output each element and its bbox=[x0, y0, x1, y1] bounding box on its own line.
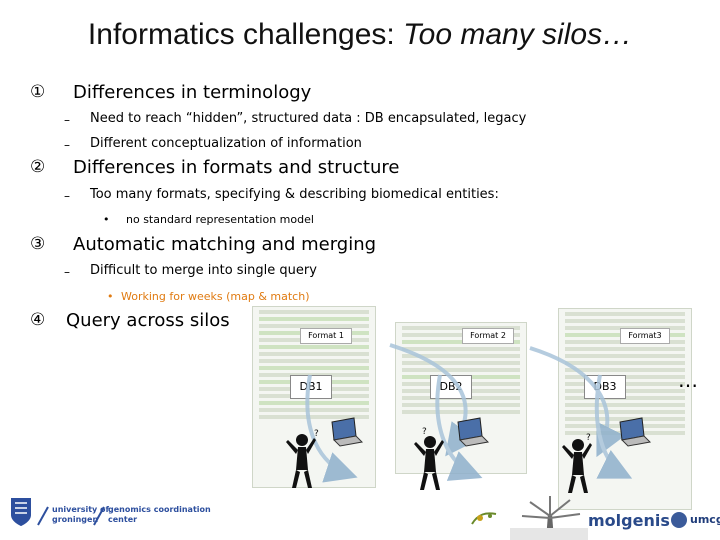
heading-terminology: Differences in terminology bbox=[73, 82, 312, 103]
sub-hidden-data: Need to reach “hidden”, structured data … bbox=[90, 111, 527, 126]
format-3-label: Format3 bbox=[620, 328, 670, 344]
dash-1a: – bbox=[64, 113, 70, 127]
laptop-3 bbox=[619, 417, 652, 447]
title-main: Informatics challenges: bbox=[87, 18, 404, 51]
heading-query: Query across silos bbox=[66, 310, 230, 331]
dash-3a: – bbox=[64, 265, 70, 279]
marker-3: ③ bbox=[30, 234, 46, 254]
university-name: university of groningen bbox=[52, 505, 109, 525]
confused-person-2: ? bbox=[414, 427, 444, 490]
dash-2a: – bbox=[64, 189, 70, 203]
confused-person-3: ? bbox=[562, 433, 592, 493]
bullet-mark-2: • bbox=[103, 213, 110, 226]
university-line-2: groningen bbox=[52, 515, 99, 524]
dash-1b: – bbox=[64, 138, 70, 152]
cmbi-logo-icon bbox=[471, 512, 497, 525]
center-name: genomics coordination center bbox=[108, 505, 211, 525]
sub-too-many-formats: Too many formats, specifying & describin… bbox=[90, 187, 499, 202]
university-line-1: university of bbox=[52, 505, 110, 514]
svg-text:?: ? bbox=[586, 433, 591, 443]
umcg-logo-text: umcg bbox=[690, 513, 720, 526]
silo-diagram-graphics: ? ? ? bbox=[286, 343, 652, 493]
format-2-label: Format 2 bbox=[462, 328, 514, 344]
tree-photo-icon bbox=[510, 496, 588, 540]
laptop-2 bbox=[457, 417, 490, 447]
slash-divider-1 bbox=[37, 506, 49, 526]
marker-2: ② bbox=[30, 157, 46, 177]
center-line-1: genomics coordination bbox=[108, 505, 211, 514]
laptop-1 bbox=[331, 417, 364, 447]
confused-person-1: ? bbox=[286, 429, 319, 488]
slide-title: Informatics challenges: Too many silos… bbox=[0, 18, 720, 52]
bullet-mark-3: • bbox=[107, 290, 114, 303]
more-ellipsis: … bbox=[678, 368, 698, 392]
svg-text:?: ? bbox=[422, 427, 427, 437]
bullet-no-standard: no standard representation model bbox=[126, 213, 314, 226]
svg-text:?: ? bbox=[314, 429, 319, 439]
molgenis-logo: molgenis bbox=[588, 511, 670, 530]
query-arrows bbox=[305, 343, 633, 483]
db1-box: DB1 bbox=[290, 375, 332, 399]
slash-divider-2 bbox=[93, 506, 105, 526]
marker-1: ① bbox=[30, 82, 46, 102]
heading-formats: Differences in formats and structure bbox=[73, 157, 400, 178]
center-line-2: center bbox=[108, 515, 138, 524]
format-1-label: Format 1 bbox=[300, 328, 352, 344]
marker-4: ④ bbox=[30, 310, 46, 330]
heading-matching: Automatic matching and merging bbox=[73, 234, 377, 255]
sub-conceptualization: Different conceptualization of informati… bbox=[90, 136, 362, 151]
umcg-emblem-icon bbox=[671, 512, 687, 528]
title-italic: Too many silos… bbox=[403, 18, 633, 51]
sub-difficult-merge: Difficult to merge into single query bbox=[90, 263, 317, 278]
db3-box: DB3 bbox=[584, 375, 626, 399]
bullet-working-weeks: Working for weeks (map & match) bbox=[121, 290, 310, 303]
university-crest-icon bbox=[11, 498, 31, 526]
